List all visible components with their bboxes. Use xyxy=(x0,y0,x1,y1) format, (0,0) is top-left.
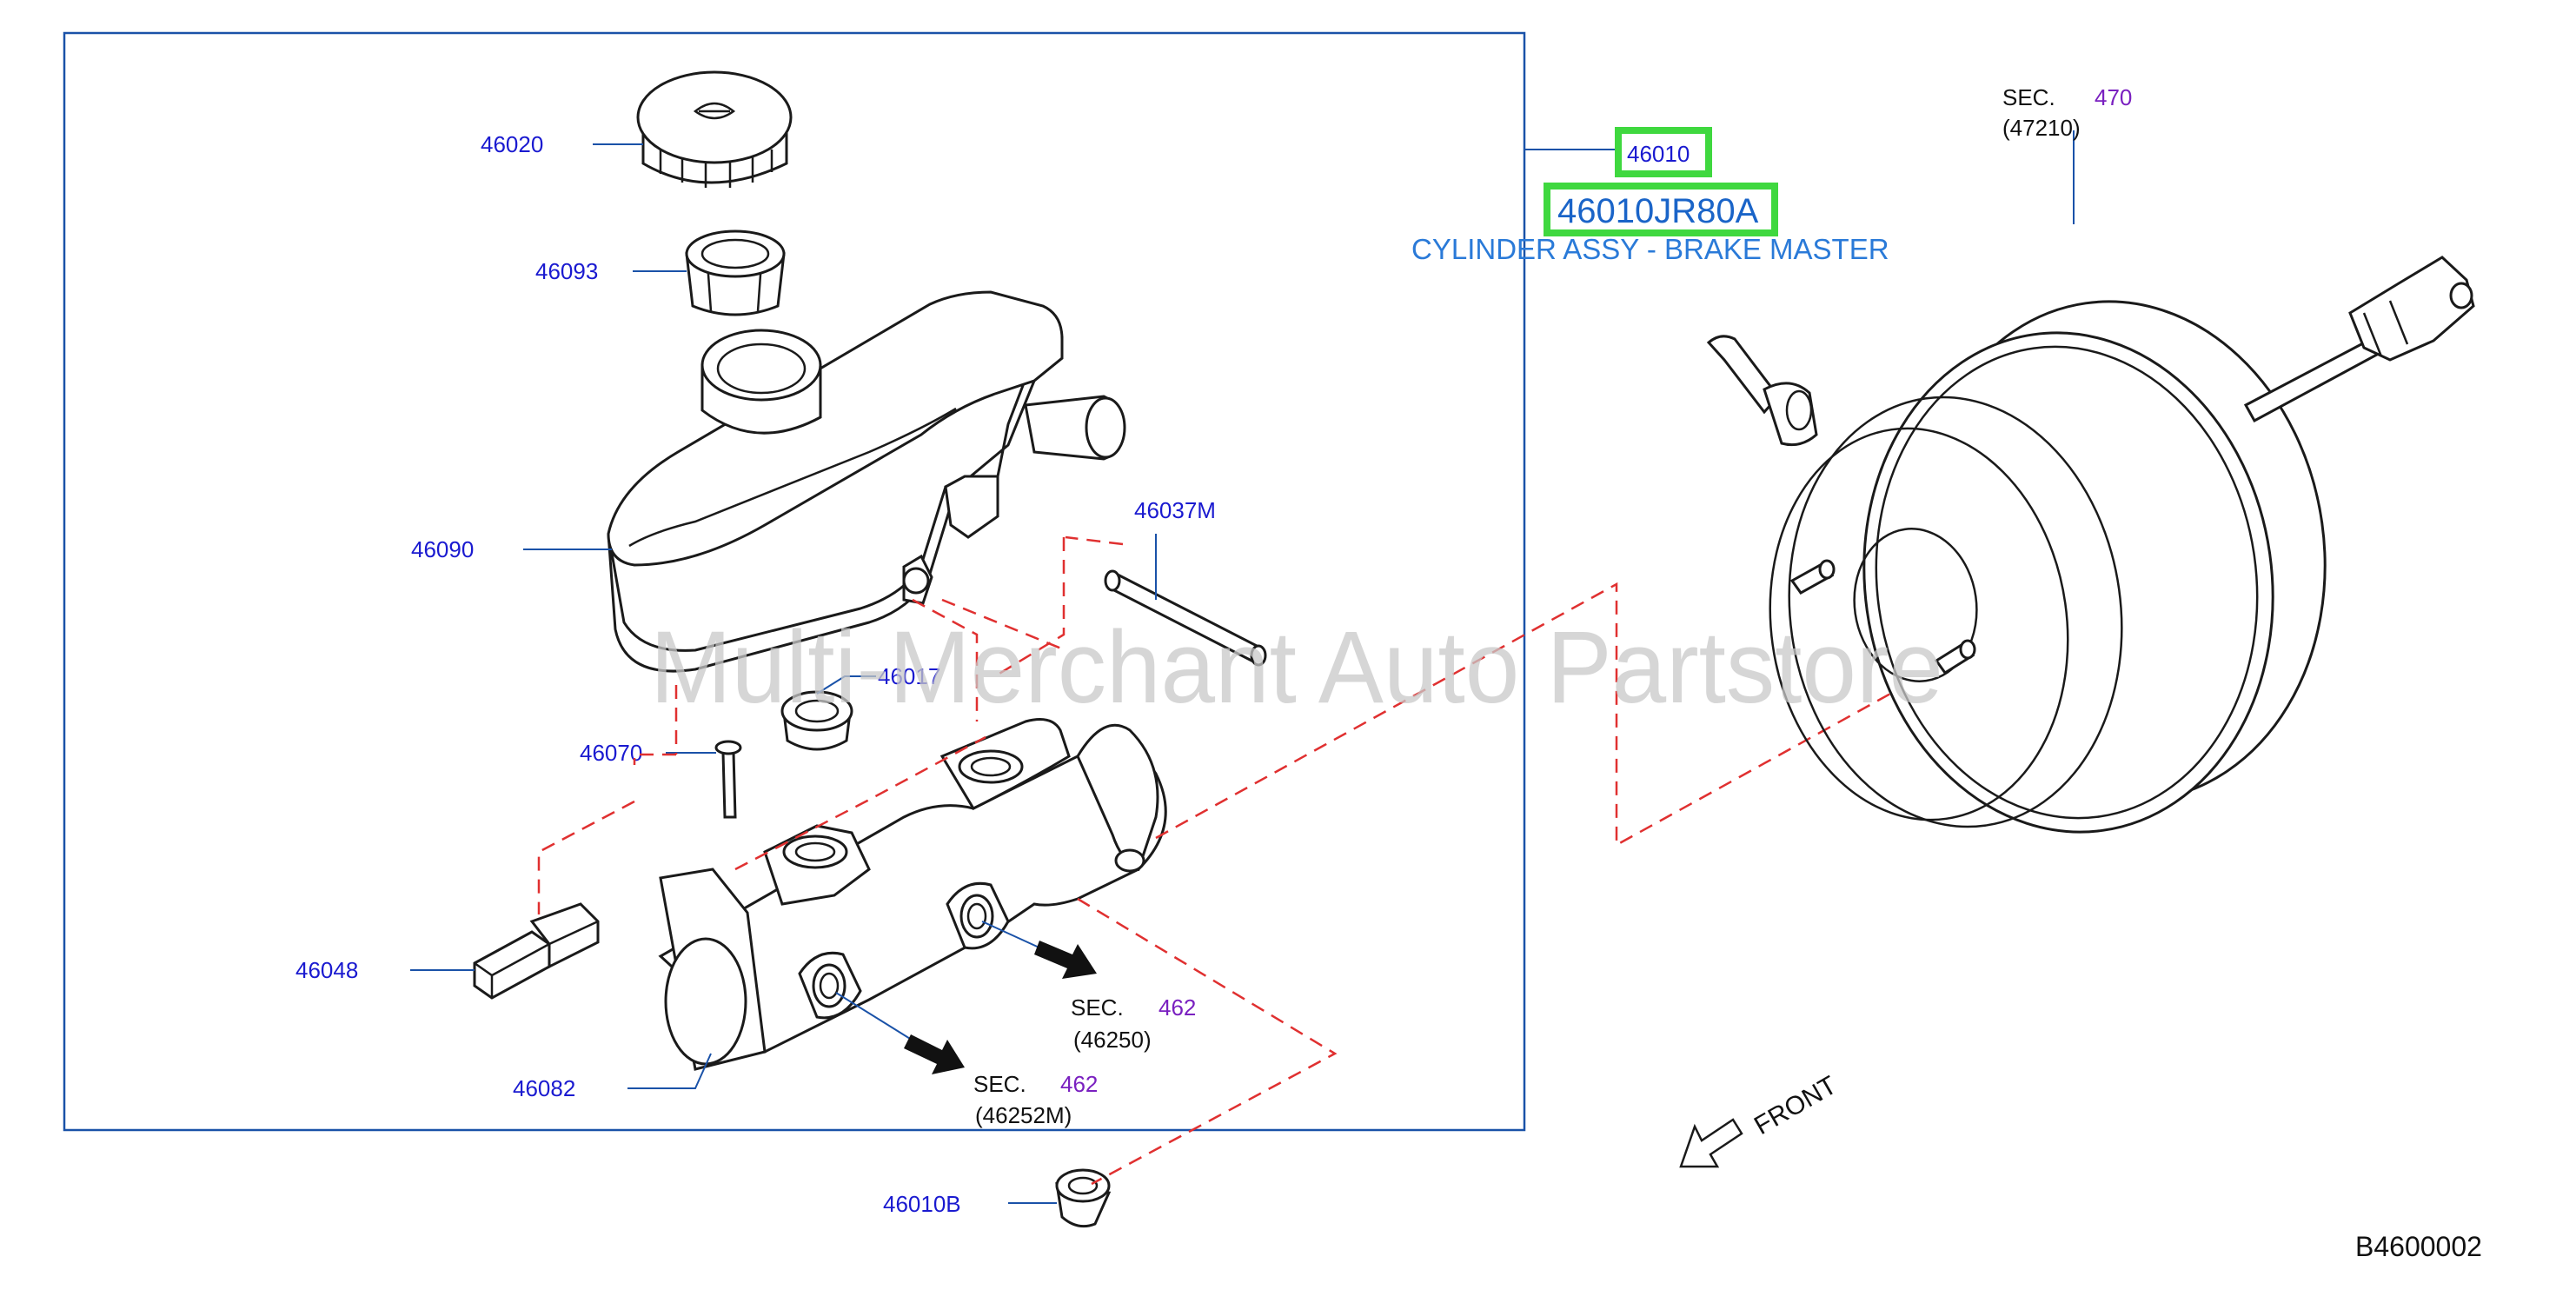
part-description: CYLINDER ASSY - BRAKE MASTER xyxy=(1411,233,1889,265)
sec-462-b-ref: (46252M) xyxy=(975,1102,1072,1128)
sec-462-b-number: 462 xyxy=(1060,1071,1098,1097)
front-label: FRONT xyxy=(1749,1071,1842,1140)
label-46082: 46082 xyxy=(513,1075,575,1101)
arrow-sec-462-b xyxy=(904,1034,965,1074)
leader-46082 xyxy=(627,1053,712,1089)
label-46020: 46020 xyxy=(481,131,543,157)
assembly-number-highlight xyxy=(1615,127,1712,177)
booster-sec-number: 470 xyxy=(2095,84,2132,110)
label-46010B: 46010B xyxy=(883,1191,961,1217)
label-46048: 46048 xyxy=(295,957,358,983)
watermark: Multi-Merchant Auto Partstore xyxy=(650,610,1943,725)
mounting-nut[interactable] xyxy=(1055,1168,1112,1228)
strainer[interactable] xyxy=(685,229,786,316)
brake-booster[interactable] xyxy=(1706,256,2475,859)
reservoir-tank[interactable] xyxy=(607,290,1126,673)
booster-sec-label: SEC. xyxy=(2002,84,2055,110)
booster-sec-ref: (47210) xyxy=(2002,115,2081,141)
front-arrow-icon xyxy=(1679,1118,1743,1168)
grommet[interactable] xyxy=(780,690,853,751)
alignment-dashed-lines xyxy=(537,535,1951,1186)
leader-46017 xyxy=(816,675,876,695)
label-46093: 46093 xyxy=(535,258,598,284)
part-number[interactable]: 46010JR80A xyxy=(1557,192,1759,230)
label-46070: 46070 xyxy=(580,740,642,766)
sec-462-a-number: 462 xyxy=(1159,994,1196,1021)
mounting-bolt[interactable] xyxy=(714,740,742,819)
reservoir-cap[interactable] xyxy=(636,70,793,188)
arrow-sec-462-a xyxy=(1034,941,1097,979)
retaining-pin[interactable] xyxy=(1104,569,1267,667)
sec-462-b-label: SEC. xyxy=(973,1071,1026,1097)
sec-462-a-ref: (46250) xyxy=(1073,1027,1152,1053)
master-cylinder-body[interactable] xyxy=(658,718,1167,1071)
sec-462-a-label: SEC. xyxy=(1071,994,1124,1021)
leader-sec-462-a xyxy=(981,921,1044,950)
label-46090: 46090 xyxy=(411,536,474,562)
label-46037M: 46037M xyxy=(1134,497,1216,523)
part-number-highlight xyxy=(1544,183,1778,236)
label-46010[interactable]: 46010 xyxy=(1627,141,1690,167)
diagram-code: B4600002 xyxy=(2355,1231,2482,1262)
label-46017: 46017 xyxy=(878,663,940,689)
sensor-connector[interactable] xyxy=(473,902,600,1000)
assembly-frame xyxy=(63,31,1526,1132)
leader-sec-462-b xyxy=(835,992,915,1042)
